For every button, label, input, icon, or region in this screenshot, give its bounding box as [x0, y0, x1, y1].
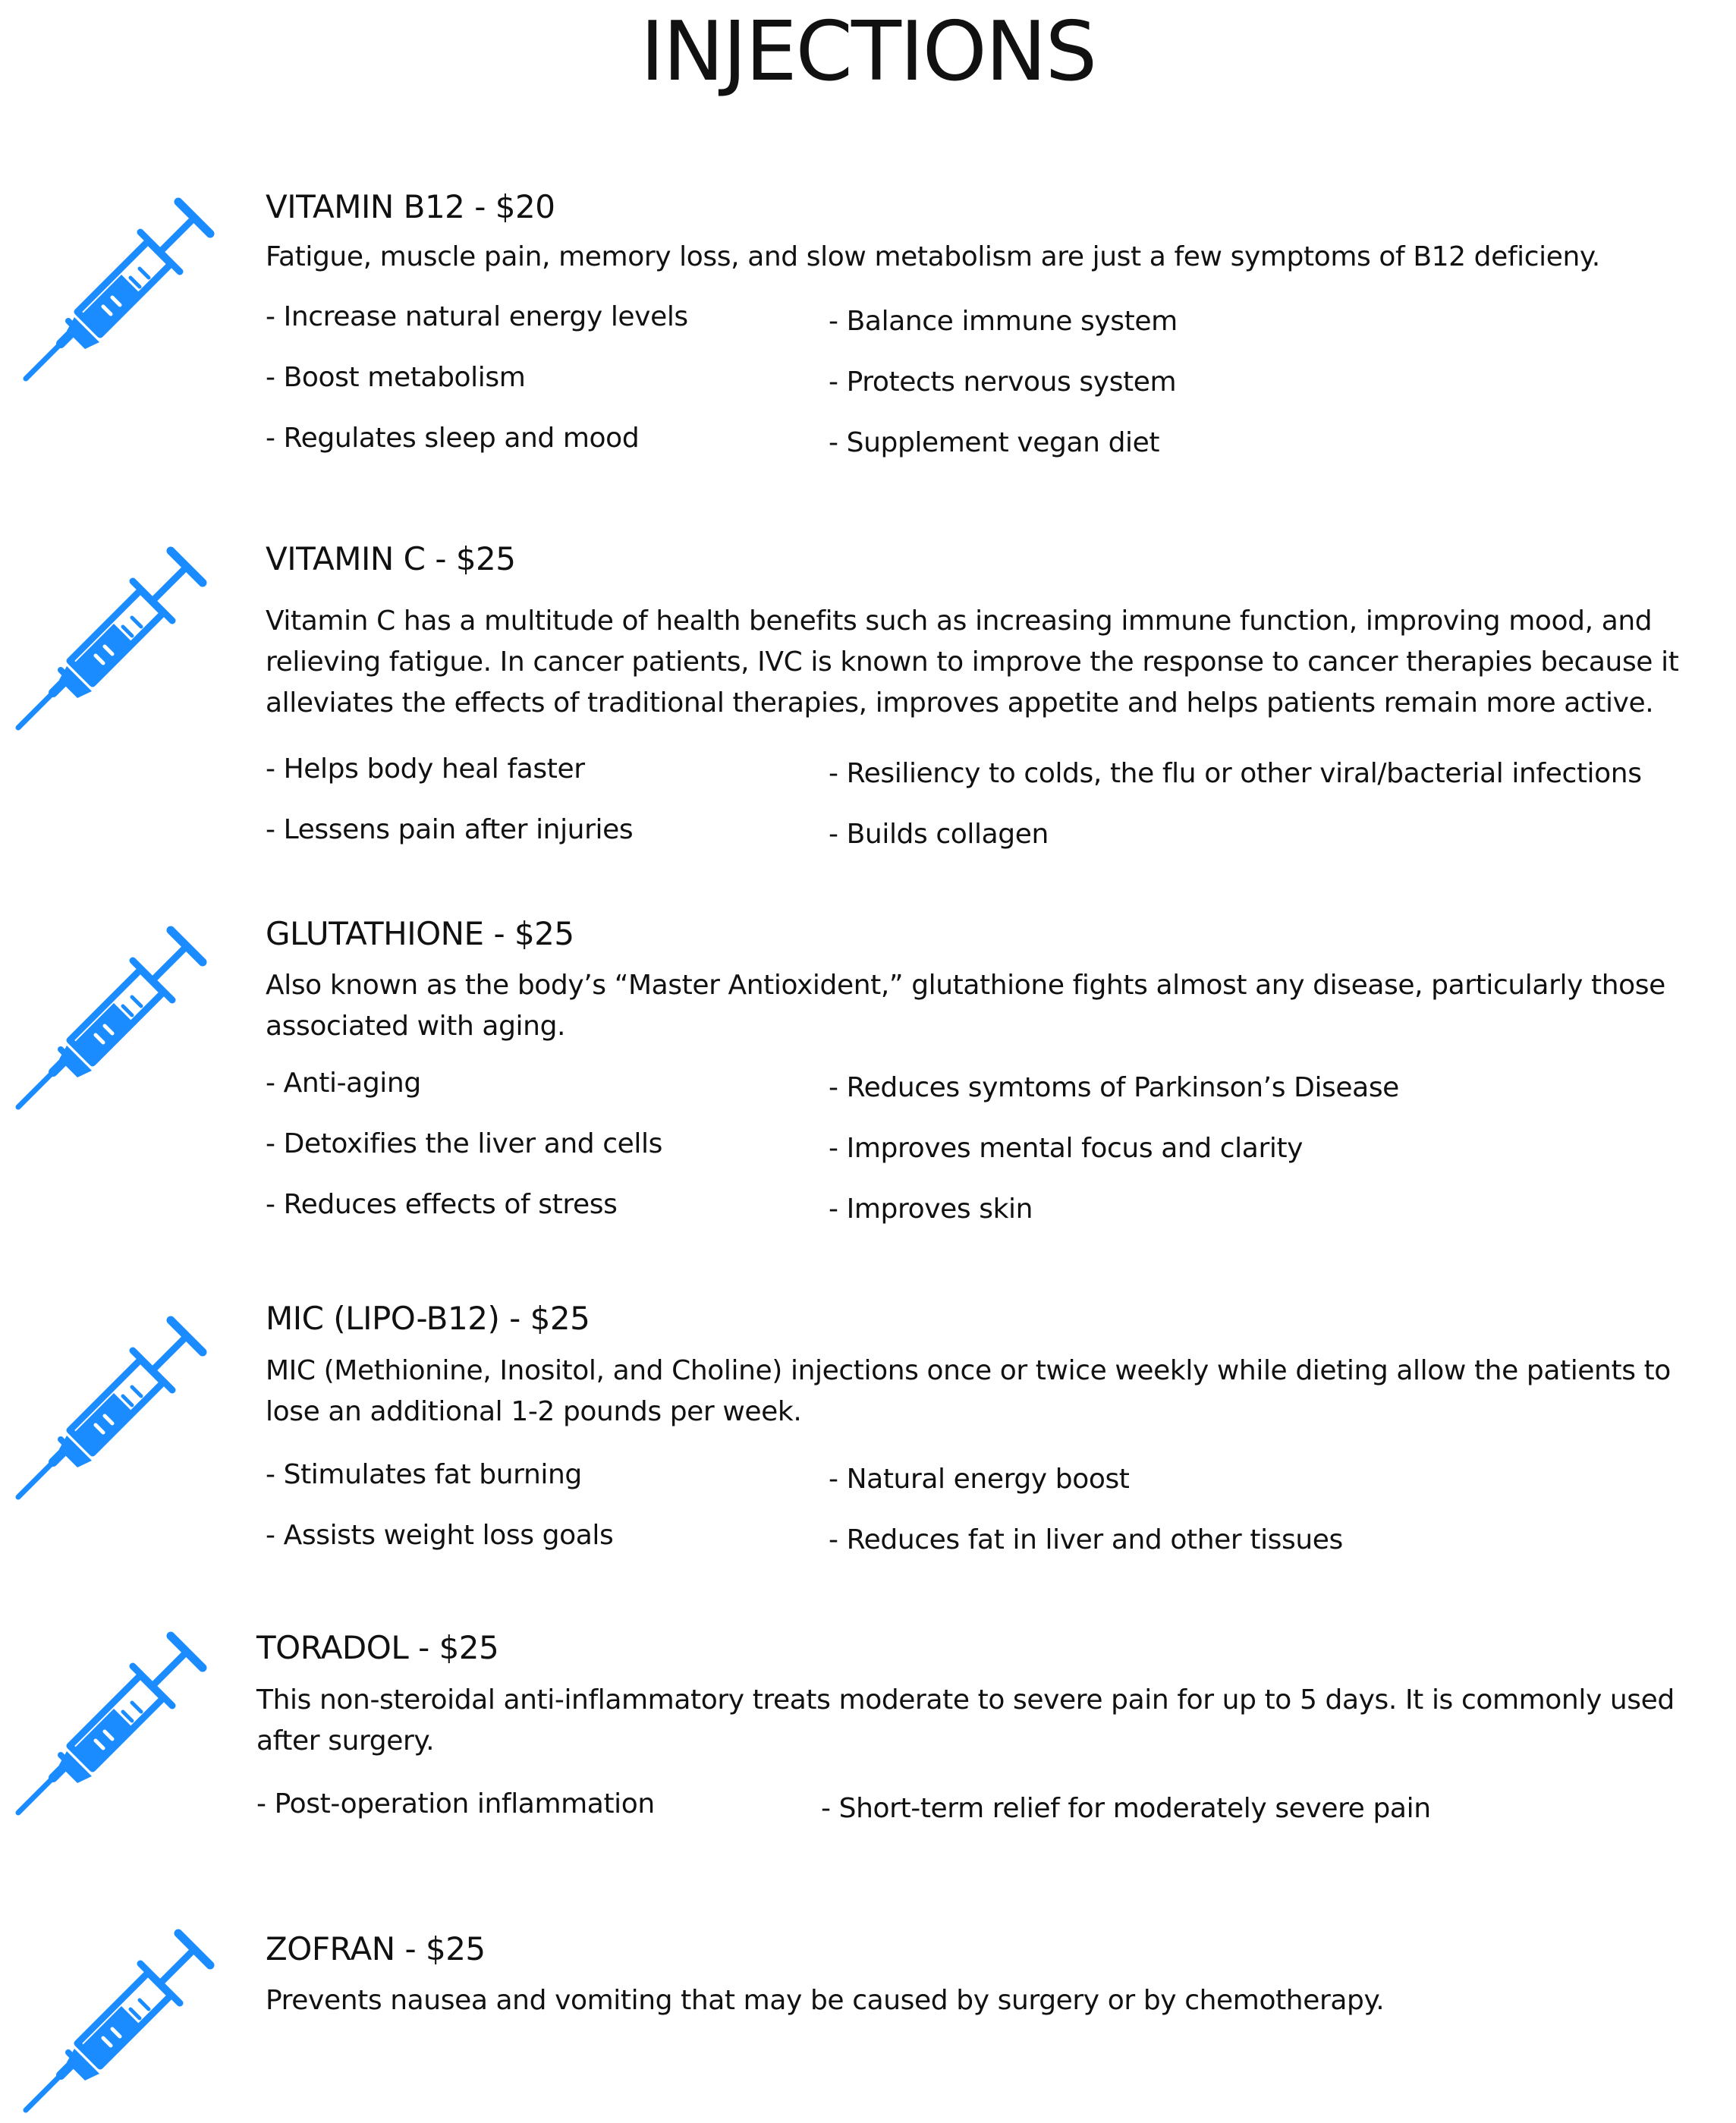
benefit-item: - Balance immune system — [829, 306, 1178, 337]
section-heading: TORADOL - $25 — [256, 1629, 499, 1666]
benefit-item: - Protects nervous system — [829, 366, 1177, 398]
benefit-item: - Detoxifies the liver and cells — [266, 1128, 662, 1159]
section-description: Also known as the body’s “Master Antioxi… — [266, 970, 1665, 1042]
benefit-item: - Reduces symtoms of Parkinson’s Disease — [829, 1072, 1399, 1103]
section-heading: MIC (LIPO-B12) - $25 — [266, 1300, 590, 1337]
syringe-icon — [8, 1621, 212, 1826]
benefit-item: - Helps body heal faster — [266, 753, 585, 785]
syringe-icon — [8, 915, 212, 1120]
section-description: Fatigue, muscle pain, memory loss, and s… — [266, 241, 1600, 272]
benefit-item: - Builds collagen — [829, 819, 1049, 850]
benefit-item: - Reduces effects of stress — [266, 1189, 618, 1220]
benefit-item: - Post-operation inflammation — [256, 1788, 655, 1819]
syringe-icon — [8, 1305, 212, 1510]
section-heading: VITAMIN B12 - $20 — [266, 188, 555, 225]
benefit-item: - Reduces fat in liver and other tissues — [829, 1524, 1343, 1555]
syringe-icon — [15, 1918, 220, 2123]
benefit-item: - Natural energy boost — [829, 1464, 1130, 1495]
syringe-icon — [8, 536, 212, 741]
benefit-item: - Short-term relief for moderately sever… — [821, 1793, 1431, 1824]
benefit-item: - Supplement vegan diet — [829, 427, 1160, 458]
page-title: INJECTIONS — [640, 5, 1097, 99]
benefit-item: - Stimulates fat burning — [266, 1459, 582, 1490]
benefit-item: - Regulates sleep and mood — [266, 423, 640, 454]
section-heading: VITAMIN C - $25 — [266, 540, 516, 577]
benefit-item: - Anti-aging — [266, 1068, 421, 1099]
section-description: Prevents nausea and vomiting that may be… — [266, 1985, 1385, 2016]
benefit-item: - Assists weight loss goals — [266, 1520, 614, 1551]
benefit-item: - Lessens pain after injuries — [266, 814, 634, 845]
syringe-icon — [15, 187, 220, 392]
section-description: This non-steroidal anti-inflammatory tre… — [256, 1684, 1675, 1757]
benefit-item: - Boost metabolism — [266, 362, 526, 393]
benefit-item: - Improves mental focus and clarity — [829, 1133, 1304, 1164]
benefit-item: - Increase natural energy levels — [266, 301, 688, 332]
section-description: MIC (Methionine, Inositol, and Choline) … — [266, 1355, 1671, 1427]
section-description: Vitamin C has a multitude of health bene… — [266, 605, 1679, 719]
benefit-item: - Resiliency to colds, the flu or other … — [829, 758, 1642, 789]
section-heading: ZOFRAN - $25 — [266, 1930, 486, 1967]
benefit-item: - Improves skin — [829, 1194, 1033, 1225]
section-heading: GLUTATHIONE - $25 — [266, 915, 574, 952]
